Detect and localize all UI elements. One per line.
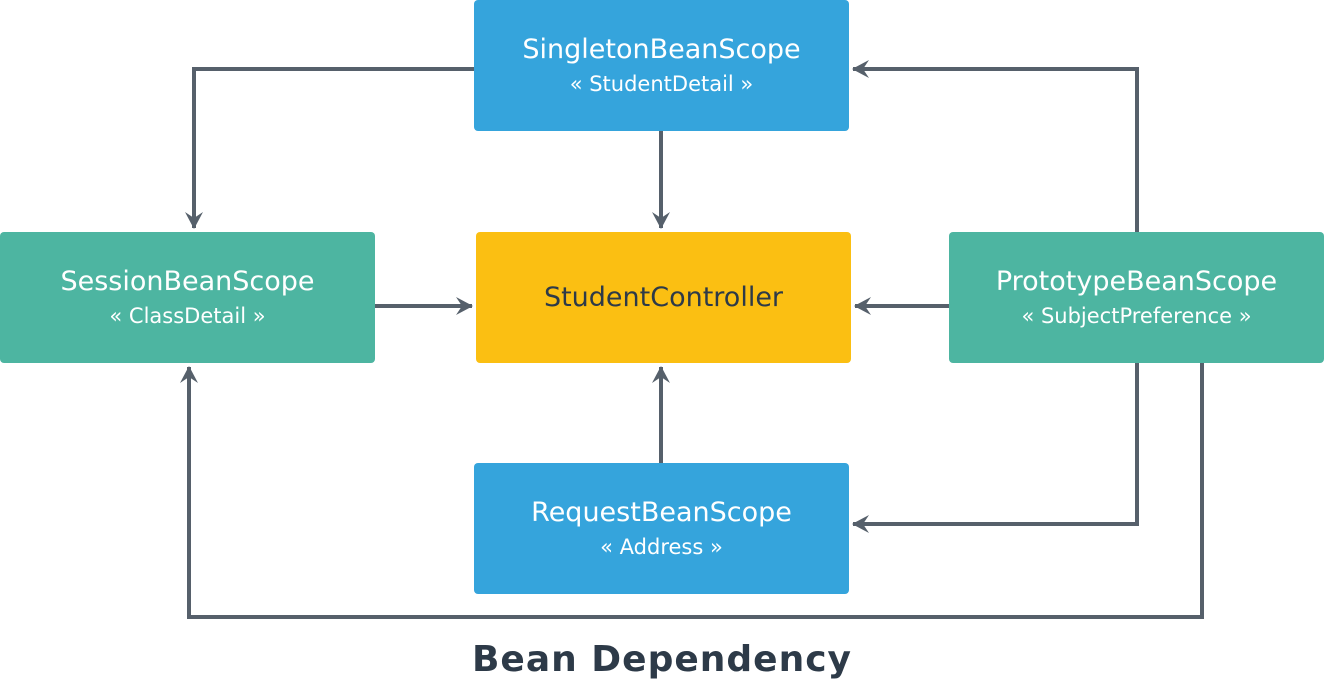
singleton-bean-scope-node: SingletonBeanScope « StudentDetail » — [474, 0, 849, 131]
request-node-name: RequestBeanScope — [531, 497, 792, 528]
student-controller-node: StudentController — [476, 232, 851, 363]
singleton-node-subtitle: « StudentDetail » — [569, 72, 754, 96]
prototype-node-subtitle: « SubjectPreference » — [1021, 304, 1252, 328]
session-node-subtitle: « ClassDetail » — [109, 304, 266, 328]
session-node-name: SessionBeanScope — [60, 266, 315, 297]
arrow-prototype-to-session — [180, 363, 1204, 619]
session-bean-scope-node: SessionBeanScope « ClassDetail » — [0, 232, 375, 363]
controller-node-name: StudentController — [543, 281, 784, 313]
request-bean-scope-node: RequestBeanScope « Address » — [474, 463, 849, 594]
request-node-subtitle: « Address » — [600, 535, 723, 559]
prototype-bean-scope-node: PrototypeBeanScope « SubjectPreference » — [949, 232, 1324, 363]
singleton-node-name: SingletonBeanScope — [522, 34, 801, 65]
diagram-title: Bean Dependency — [471, 639, 853, 680]
arrow-prototype-to-request — [852, 363, 1139, 533]
arrow-singleton-to-session — [185, 67, 474, 229]
arrow-prototype-to-singleton — [852, 60, 1139, 232]
prototype-node-name: PrototypeBeanScope — [995, 266, 1278, 297]
